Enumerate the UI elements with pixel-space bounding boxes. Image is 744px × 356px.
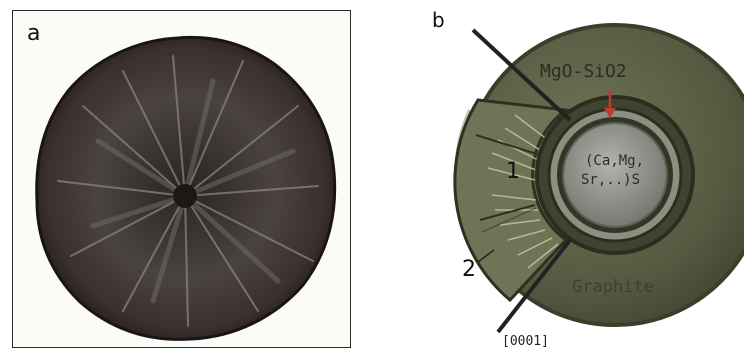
mgo-sio2-label: MgO-SiO2 [540, 61, 627, 82]
core-label-line2: Sr,..)S [581, 172, 640, 188]
zone-2-label: 2 [462, 257, 476, 282]
axis-label: [0001] [502, 334, 549, 349]
nodule-schematic: MgO-SiO2 (Ca,Mg, Sr,..)S 1 2 Graphite [0… [370, 0, 744, 352]
panel-label-a: a [27, 21, 40, 46]
core-label-line1: (Ca,Mg, [585, 153, 644, 169]
spherulite-center [173, 184, 197, 208]
zone-1-label: 1 [506, 159, 520, 184]
spherulite-micrograph [13, 11, 352, 349]
schematic-panel-b: MgO-SiO2 (Ca,Mg, Sr,..)S 1 2 Graphite [0… [370, 0, 744, 352]
graphite-label: Graphite [572, 277, 654, 297]
micrograph-panel-a: a [12, 10, 351, 348]
